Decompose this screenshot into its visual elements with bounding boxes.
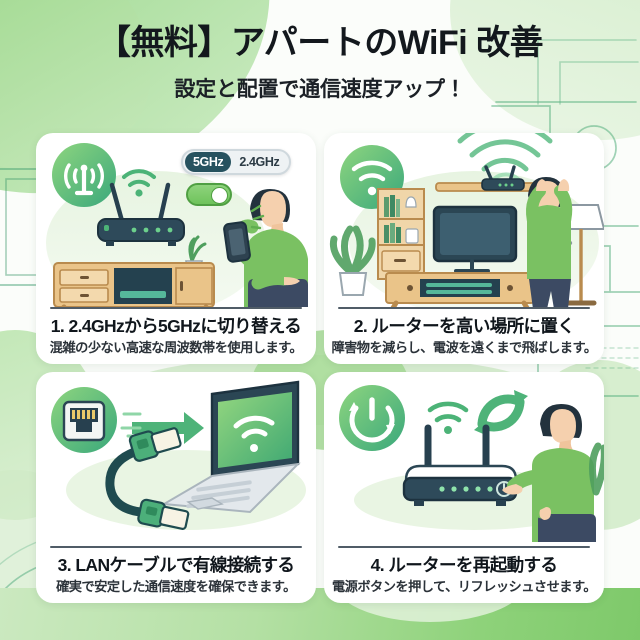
media-console xyxy=(385,272,535,308)
card-title: 2. ルーターを高い場所に置く xyxy=(353,316,575,337)
page-title: 【無料】アパートのWiFi 改善 xyxy=(96,24,544,62)
card-reboot-footer: 4. ルーターを再起動する 電源ボタンを押して、リフレッシュさせます。 xyxy=(324,555,604,603)
router-device-reboot xyxy=(402,424,518,506)
page-subtitle: 設定と配置で通信速度アップ！ xyxy=(174,77,466,101)
restart-arrows xyxy=(477,394,525,432)
ethernet-cable xyxy=(105,427,190,530)
potted-plant-right xyxy=(589,442,604,496)
potted-plant-left xyxy=(329,225,376,296)
person-pressing-button xyxy=(502,404,596,542)
card-reboot[interactable]: 4. ルーターを再起動する 電源ボタンを押して、リフレッシュさせます。 xyxy=(324,372,604,603)
toggle-knob xyxy=(211,186,228,204)
person-reaching xyxy=(526,177,573,308)
router-device xyxy=(97,182,185,246)
card-divider xyxy=(50,546,302,549)
card-lan-cable[interactable]: 3. LANケーブルで有線接続する 確実で安定した通信速度を確保できます。 xyxy=(36,372,316,603)
card-lan-illustration xyxy=(36,372,316,546)
card-subtitle: 障害物を減らし、電波を遠くまで飛ばします。 xyxy=(331,340,597,356)
segment-5ghz[interactable]: 5GHz xyxy=(185,152,232,172)
television xyxy=(432,205,518,273)
card-frequency[interactable]: 5GHz 2.4GHz 1. 2.4GHzから5GHzに切り替える 混雑の少ない… xyxy=(36,133,316,364)
header: 【無料】アパートのWiFi 改善 設定と配置で通信速度アップ！ xyxy=(0,22,640,103)
laptop xyxy=(160,380,301,514)
card-subtitle: 混雑の少ない高速な周波数帯を使用します。 xyxy=(49,340,303,356)
card-frequency-footer: 1. 2.4GHzから5GHzに切り替える 混雑の少ない高速な周波数帯を使用しま… xyxy=(36,316,316,364)
frequency-toggle-switch[interactable] xyxy=(186,183,232,206)
card-title: 1. 2.4GHzから5GHzに切り替える xyxy=(50,316,302,337)
frequency-segmented-control[interactable]: 5GHz 2.4GHz xyxy=(181,149,292,175)
card-title: 4. ルーターを再起動する xyxy=(370,555,558,576)
card-lan-footer: 3. LANケーブルで有線接続する 確実で安定した通信速度を確保できます。 xyxy=(36,555,316,603)
card-grid: 5GHz 2.4GHz 1. 2.4GHzから5GHzに切り替える 混雑の少ない… xyxy=(36,133,604,603)
router-device-high xyxy=(481,165,525,191)
card-divider xyxy=(338,546,590,549)
card-divider xyxy=(338,307,590,310)
high-placement-scene xyxy=(329,133,604,308)
line-art-circuit-right-top xyxy=(537,39,639,105)
card-placement[interactable]: 2. ルーターを高い場所に置く 障害物を減らし、電波を遠くまで飛ばします。 xyxy=(324,133,604,364)
card-frequency-illustration: 5GHz 2.4GHz xyxy=(36,133,316,308)
segment-24ghz[interactable]: 2.4GHz xyxy=(239,155,280,169)
card-title: 3. LANケーブルで有線接続する xyxy=(57,555,295,576)
person-with-phone xyxy=(223,189,308,308)
bookshelf xyxy=(377,188,425,280)
reboot-router-scene xyxy=(339,385,604,542)
tv-stand xyxy=(53,262,215,308)
card-subtitle: 電源ボタンを押して、リフレッシュさせます。 xyxy=(331,579,597,595)
lan-cable-scene xyxy=(51,380,306,530)
card-placement-footer: 2. ルーターを高い場所に置く 障害物を減らし、電波を遠くまで飛ばします。 xyxy=(324,316,604,364)
card-subtitle: 確実で安定した通信速度を確保できます。 xyxy=(56,579,296,595)
card-placement-illustration xyxy=(324,133,604,308)
card-divider xyxy=(50,307,302,310)
card-reboot-illustration xyxy=(324,372,604,546)
